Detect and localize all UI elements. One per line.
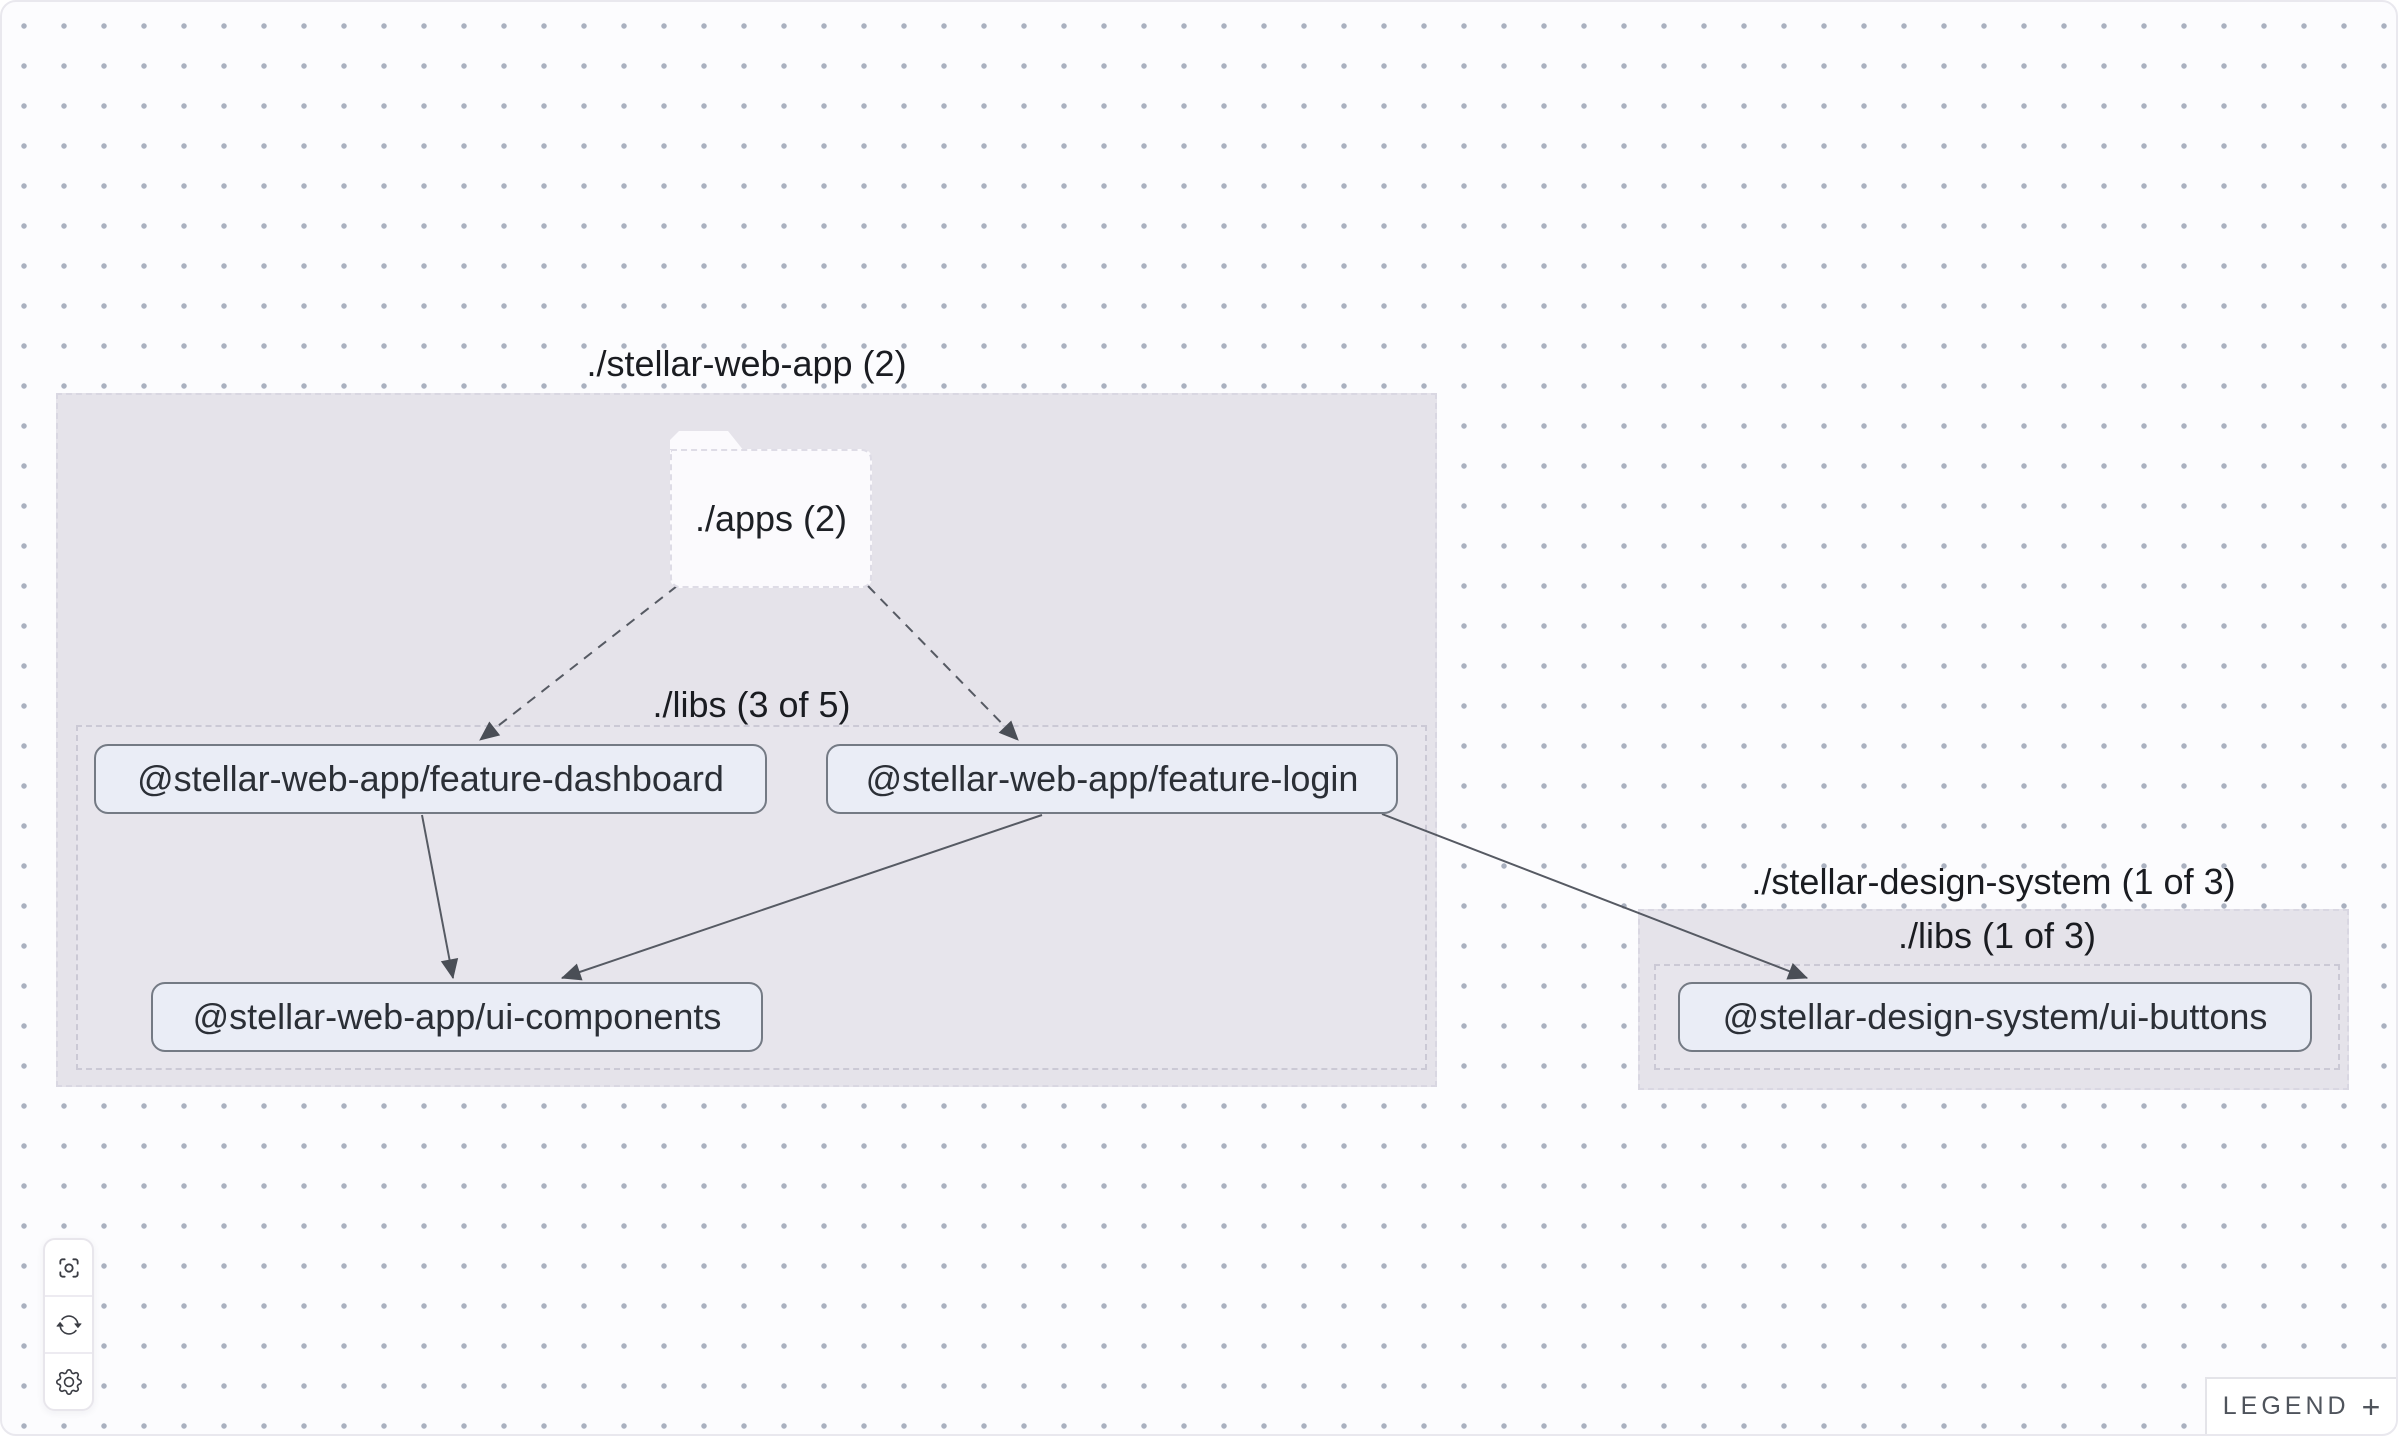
legend-label: LEGEND [2222, 1392, 2350, 1420]
focus-icon [56, 1255, 82, 1281]
node-ui-components-label: @stellar-web-app/ui-components [192, 996, 722, 1037]
settings-icon [55, 1368, 82, 1395]
folder-node-apps-label: ./apps (2) [694, 497, 848, 539]
group-title-stellar-web-app: ./stellar-web-app (2) [586, 343, 907, 384]
refresh-button[interactable] [45, 1295, 92, 1352]
node-ui-buttons[interactable]: @stellar-design-system/ui-buttons [1678, 982, 2312, 1052]
folder-node-apps[interactable]: ./apps (2) [670, 449, 872, 588]
subgroup-title-design-system-libs: ./libs (1 of 3) [1897, 915, 2097, 956]
node-ui-components[interactable]: @stellar-web-app/ui-components [151, 982, 763, 1052]
plus-icon: + [2361, 1388, 2381, 1425]
edge-feature-login-to-ui-components[interactable] [560, 814, 1043, 981]
focus-button[interactable] [45, 1240, 92, 1295]
subgroup-title-web-app-libs: ./libs (3 of 5) [652, 684, 851, 725]
group-title-stellar-design-system: ./stellar-design-system (1 of 3) [1751, 861, 2236, 902]
folder-apps-tab [670, 431, 744, 451]
refresh-icon [55, 1312, 82, 1338]
node-feature-dashboard[interactable]: @stellar-web-app/feature-dashboard [94, 744, 767, 814]
graph-toolbar [43, 1238, 94, 1411]
node-feature-login[interactable]: @stellar-web-app/feature-login [826, 744, 1398, 814]
edge-feature-dashboard-to-ui-components[interactable] [421, 814, 459, 980]
edge-feature-login-to-ui-buttons[interactable] [1381, 813, 1809, 980]
legend-toggle[interactable]: LEGEND + [2205, 1377, 2396, 1434]
edge-apps-to-feature-dashboard[interactable] [479, 585, 678, 741]
edge-apps-to-feature-login[interactable] [867, 585, 1019, 741]
node-feature-login-label: @stellar-web-app/feature-login [865, 758, 1359, 799]
node-feature-dashboard-label: @stellar-web-app/feature-dashboard [137, 758, 724, 799]
settings-button[interactable] [45, 1352, 92, 1409]
node-ui-buttons-label: @stellar-design-system/ui-buttons [1722, 996, 2268, 1037]
